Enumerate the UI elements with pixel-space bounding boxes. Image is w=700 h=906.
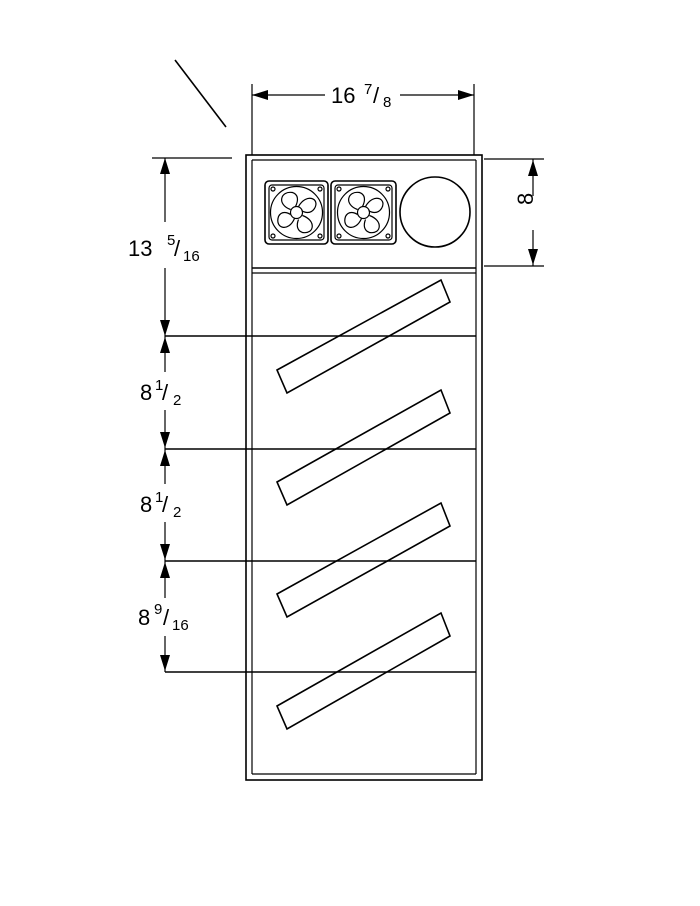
fan-panel-arrow-up [528, 160, 538, 176]
shelf-2-den: 2 [173, 504, 181, 521]
width-arrow-left [252, 90, 268, 100]
shelf-1-sep: / [162, 380, 169, 405]
top-section-num: 5 [167, 232, 175, 249]
shelf-2-arrow-up [160, 450, 170, 466]
slanted-board-1 [275, 278, 452, 395]
shelf-2-arrow-down [160, 544, 170, 560]
fan-panel-whole: 8 [513, 193, 538, 205]
fan-left [264, 180, 329, 245]
width-arrow-right [458, 90, 474, 100]
round-vent [399, 176, 471, 248]
fan-panel-arrow-down [528, 249, 538, 265]
cabinet-outer [245, 154, 483, 781]
slanted-board-3 [275, 501, 451, 619]
shelf-1-arrow-up [160, 337, 170, 353]
top-section-arrow-up [160, 158, 170, 174]
shelf-3-num: 9 [154, 601, 162, 618]
top-section-arrow-down [160, 320, 170, 336]
shelf-3-whole: 8 [138, 605, 150, 630]
width-sep: / [373, 83, 380, 108]
top-section-den: 16 [183, 248, 200, 265]
top-section-whole: 13 [128, 236, 152, 261]
width-den: 8 [383, 94, 391, 111]
shelf-3-den: 16 [172, 617, 189, 634]
width-whole: 16 [331, 83, 355, 108]
leader-line [174, 59, 227, 128]
shelf-1-arrow-down [160, 432, 170, 448]
fan-right [330, 180, 397, 245]
shelf-1-whole: 8 [140, 380, 152, 405]
top-section-sep: / [174, 236, 181, 261]
shelf-3-arrow-up [160, 562, 170, 578]
shelf-1-num: 1 [155, 377, 163, 394]
shelf-1-den: 2 [173, 392, 181, 409]
shelf-2-sep: / [162, 492, 169, 517]
width-num: 7 [364, 81, 372, 98]
shelf-3-sep: / [163, 605, 170, 630]
shelf-2-num: 1 [155, 489, 163, 506]
slanted-board-4 [275, 611, 451, 731]
shelf-3-arrow-down [160, 655, 170, 671]
slanted-board-2 [275, 388, 451, 507]
shelf-2-whole: 8 [140, 492, 152, 517]
